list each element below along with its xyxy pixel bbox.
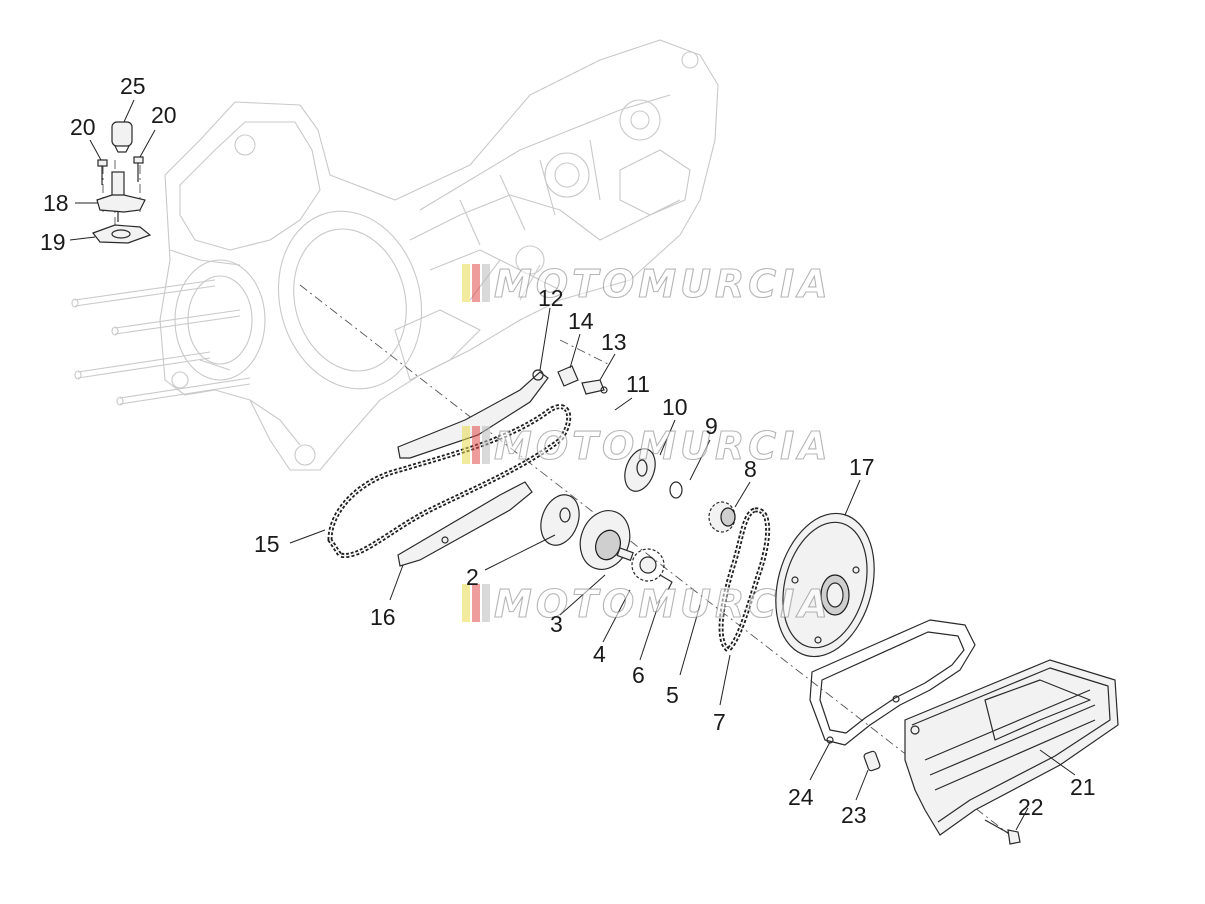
watermark-stripe-3 <box>482 584 490 622</box>
timing-chain <box>327 404 572 559</box>
callout-17: 17 <box>849 454 875 480</box>
callout-12: 12 <box>538 285 564 311</box>
tensioner-body <box>111 171 125 199</box>
upper-chain-guide <box>397 365 608 459</box>
watermark-stripe-1 <box>462 264 470 302</box>
callout-8: 8 <box>744 456 757 482</box>
callout-23: 23 <box>841 802 867 828</box>
watermark-stripe-2 <box>472 426 480 464</box>
callout-3: 3 <box>550 611 563 637</box>
sump-gasket-24 <box>809 619 976 746</box>
callout-6: 6 <box>632 662 645 688</box>
callout-7: 7 <box>713 709 726 735</box>
callout-16: 16 <box>370 604 396 630</box>
callout-15: 15 <box>254 531 280 557</box>
watermark-text: MOTOMURCIA <box>494 262 832 306</box>
circlip-10 <box>669 481 683 499</box>
oil-pump-chain <box>718 507 771 654</box>
leader-lines <box>69 99 1076 831</box>
pin-13 <box>581 379 605 395</box>
watermark-text: MOTOMURCIA <box>494 424 832 468</box>
crankcase <box>71 39 719 471</box>
tensioner-flange <box>96 194 146 213</box>
callout-22: 22 <box>1018 794 1044 820</box>
callout-24: 24 <box>788 784 814 810</box>
oil-pump-group <box>540 494 673 591</box>
callout-25: 25 <box>120 73 146 99</box>
pump-cover-plate <box>540 494 580 546</box>
pulley-cover-17 <box>775 512 875 658</box>
callout-14: 14 <box>568 308 594 334</box>
callout-5: 5 <box>666 682 679 708</box>
callout-20-right: 20 <box>151 102 177 128</box>
callout-2: 2 <box>466 564 479 590</box>
callout-11: 11 <box>626 371 650 397</box>
watermark-stripe-2 <box>472 264 480 302</box>
tensioner-cap <box>111 121 133 147</box>
watermark-text: MOTOMURCIA <box>494 582 832 626</box>
callout-13: 13 <box>601 329 627 355</box>
watermark-stripe-3 <box>482 426 490 464</box>
callout-20-left: 20 <box>70 114 96 140</box>
callouts: 25 20 20 18 19 12 14 13 11 10 9 8 17 15 … <box>40 73 1096 828</box>
watermark-stripe-3 <box>482 264 490 302</box>
callout-21: 21 <box>1070 774 1096 800</box>
washer-11 <box>624 448 656 492</box>
tensioner-group <box>92 121 152 244</box>
callout-9: 9 <box>705 413 718 439</box>
bolt-head-left <box>97 159 108 167</box>
drive-sprocket-group <box>624 448 736 533</box>
callout-10: 10 <box>662 394 688 420</box>
oil-sump-21 <box>904 659 1119 836</box>
callout-19: 19 <box>40 229 66 255</box>
watermark-bottom: MOTOMURCIA <box>462 581 832 627</box>
watermark-top: MOTOMURCIA <box>462 261 832 307</box>
callout-18: 18 <box>43 190 69 216</box>
spacer-14 <box>557 365 579 387</box>
pump-sprocket <box>631 548 665 582</box>
watermark-stripe-1 <box>462 426 470 464</box>
tensioner-gasket <box>92 224 152 244</box>
watermark-middle: MOTOMURCIA <box>462 423 832 469</box>
bolt-head-right <box>133 156 144 164</box>
callout-4: 4 <box>593 641 606 667</box>
watermark-stripe-1 <box>462 584 470 622</box>
lower-chain-guide <box>397 481 533 567</box>
watermark-stripe-2 <box>472 584 480 622</box>
bush-23 <box>863 750 881 772</box>
screw-22 <box>984 819 1021 845</box>
